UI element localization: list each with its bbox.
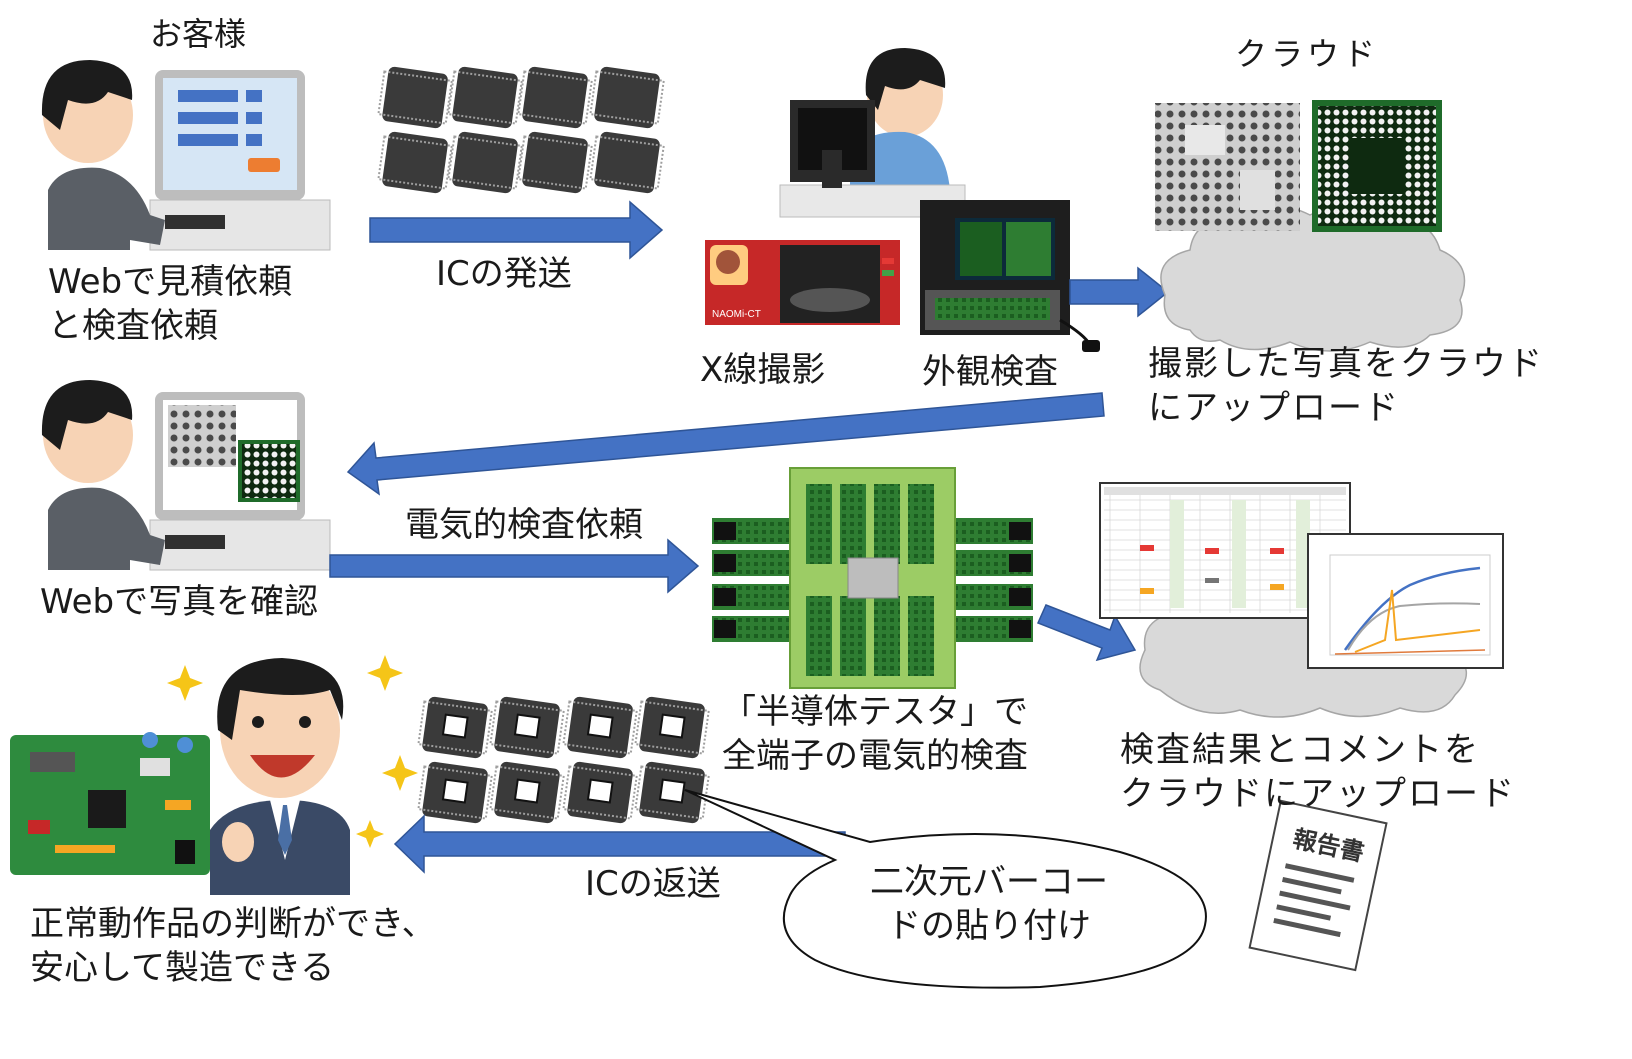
upload-results-label: 検査結果とコメントを クラウドにアップロード [1120, 730, 1516, 814]
ic-chip-group-bottom [417, 696, 710, 824]
customer-label: お客様 [150, 15, 247, 53]
inspection-station-icon [920, 200, 1100, 352]
ic-chip-icon [417, 696, 493, 759]
xray-label: X線撮影 [700, 350, 826, 390]
ic-return-label: ICの返送 [585, 864, 721, 904]
ic-chip-icon [589, 131, 665, 194]
semiconductor-tester-icon [712, 467, 1033, 689]
electric-request-label: 電気的検査依頼 [405, 505, 643, 545]
cloud-label: クラウド [1235, 35, 1380, 73]
judgment-label: 正常動作品の判断ができ、 安心して製造できる [30, 904, 436, 988]
ic-chip-icon [489, 696, 565, 759]
ic-chip-icon [417, 761, 493, 824]
naomi-ct-logo: NAOMi-CT [712, 309, 761, 320]
xray-photo-thumbnail [1155, 103, 1300, 231]
ic-chip-icon [447, 131, 523, 194]
line-chart-icon [1307, 533, 1504, 669]
operator-at-monitor-icon [779, 48, 966, 218]
arrow-icon [1036, 604, 1137, 662]
bga-photo-thumbnail [1312, 100, 1442, 232]
ic-chip-icon [589, 66, 665, 129]
ic-chip-icon [562, 761, 638, 824]
arrow-icon [329, 538, 700, 594]
ic-chip-icon [562, 696, 638, 759]
arrow-icon [346, 392, 1105, 496]
ic-chip-icon [377, 66, 453, 129]
report-document-icon: 報告書 [1248, 799, 1388, 972]
upload-photos-label: 撮影した写真をクラウド にアップロード [1148, 344, 1544, 428]
ic-chip-icon [634, 696, 710, 759]
web-quote-label: Webで見積依頼 と検査依頼 [48, 262, 293, 346]
arrow-icon [393, 814, 846, 874]
ic-chip-group-top [377, 66, 665, 194]
ic-ship-label: ICの発送 [436, 254, 572, 294]
web-photo-check-label: Webで写真を確認 [40, 582, 319, 622]
arrow-icon [369, 200, 664, 260]
sparkle-icon [356, 820, 384, 848]
tester-label: 「半導体テスタ」で 全端子の電気的検査 [722, 692, 1028, 776]
ic-chip-icon [377, 131, 453, 194]
customer-at-computer-icon [41, 60, 331, 251]
ic-chip-icon [447, 66, 523, 129]
sparkle-icon [367, 655, 403, 691]
pcb-board-icon [10, 732, 210, 875]
cloud-icon [1160, 205, 1466, 352]
sparkle-icon [167, 665, 203, 701]
barcode-label: 二次元バーコー ドの貼り付け [870, 862, 1108, 946]
ic-chip-icon [489, 761, 565, 824]
ic-chip-icon [517, 66, 593, 129]
visual-inspection-label: 外観検査 [922, 352, 1058, 392]
sparkle-icon [382, 755, 418, 791]
ic-chip-icon [517, 131, 593, 194]
xray-machine-icon: NAOMi-CT [705, 240, 900, 325]
speech-bubble-icon [684, 789, 1207, 989]
arrow-icon [1069, 266, 1170, 318]
person-at-computer-icon [41, 380, 331, 571]
ic-chip-icon [634, 761, 710, 824]
happy-businessman-icon [210, 658, 350, 895]
